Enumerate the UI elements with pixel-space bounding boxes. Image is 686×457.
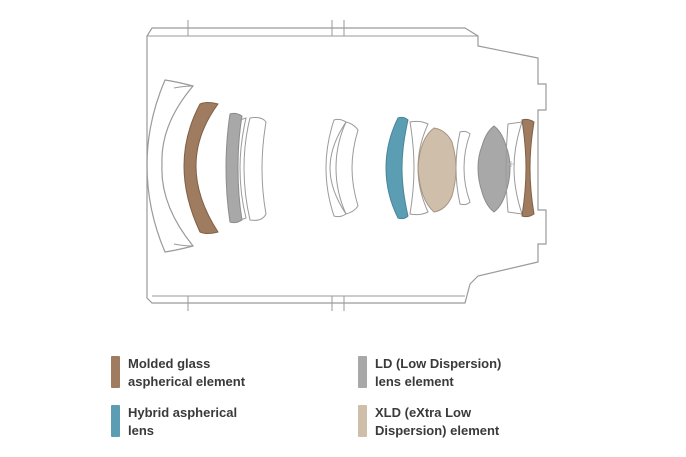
legend-item-xld: XLD (eXtra Low Dispersion) element	[358, 404, 499, 440]
legend-swatch-xld	[358, 405, 367, 437]
lens-element-2a	[239, 117, 247, 221]
legend-swatch-ld	[358, 356, 367, 388]
legend-label-ld: LD (Low Dispersion) lens element	[375, 356, 502, 389]
molded-aspherical-element-front	[183, 102, 219, 234]
lens-barrel-outline	[146, 27, 547, 304]
lens-element-2b	[243, 117, 267, 221]
lens-element-after-hybrid	[409, 120, 429, 216]
front-hood-inner	[173, 85, 194, 247]
legend-label-molded: Molded glass aspherical element	[128, 356, 246, 389]
xld-element	[417, 127, 457, 213]
lens-construction-diagram	[146, 20, 547, 311]
legend-item-hybrid: Hybrid aspherical lens	[111, 404, 237, 440]
legend-swatch-molded	[111, 356, 120, 388]
lens-element-small	[455, 130, 471, 206]
ld-element-front	[225, 112, 243, 224]
legend-swatch-hybrid	[111, 405, 120, 437]
lens-element-middle-b	[335, 121, 359, 215]
legend-item-molded: Molded glass aspherical element	[111, 355, 245, 391]
ld-element-rear	[477, 125, 511, 213]
rear-axis-mark	[508, 161, 514, 167]
hybrid-aspherical-element	[385, 116, 409, 220]
legend-label-xld: XLD (eXtra Low Dispersion) element	[375, 405, 500, 438]
molded-aspherical-element-rear	[521, 118, 535, 218]
legend-item-ld: LD (Low Dispersion) lens element	[358, 355, 501, 391]
legend-label-hybrid: Hybrid aspherical lens	[128, 405, 238, 438]
